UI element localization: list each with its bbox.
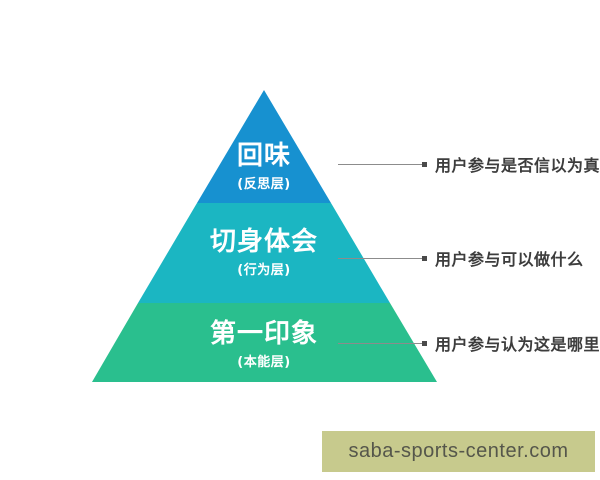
leader-line xyxy=(338,342,422,344)
annotation-top: 用户参与是否信以为真 xyxy=(338,154,600,175)
leader-line xyxy=(338,257,422,259)
pyramid-level-middle-shape xyxy=(138,203,390,303)
leader-bullet-icon xyxy=(422,161,427,167)
pyramid-level-bottom-shape xyxy=(92,303,437,382)
leader-bullet-icon xyxy=(422,340,427,346)
pyramid-level-top-shape xyxy=(197,90,331,203)
leader-bullet-icon xyxy=(422,255,427,261)
watermark-domain-text: saba-sports-center.com xyxy=(348,440,569,462)
watermark-banner: saba-sports-center.com xyxy=(322,431,595,472)
annotation-bottom: 用户参与认为这是哪里 xyxy=(338,333,600,354)
annotation-top-text: 用户参与是否信以为真 xyxy=(435,156,600,175)
annotation-middle: 用户参与可以做什么 xyxy=(338,248,584,269)
annotation-bottom-text: 用户参与认为这是哪里 xyxy=(435,335,600,354)
leader-line xyxy=(338,163,422,165)
annotation-middle-text: 用户参与可以做什么 xyxy=(435,250,584,269)
